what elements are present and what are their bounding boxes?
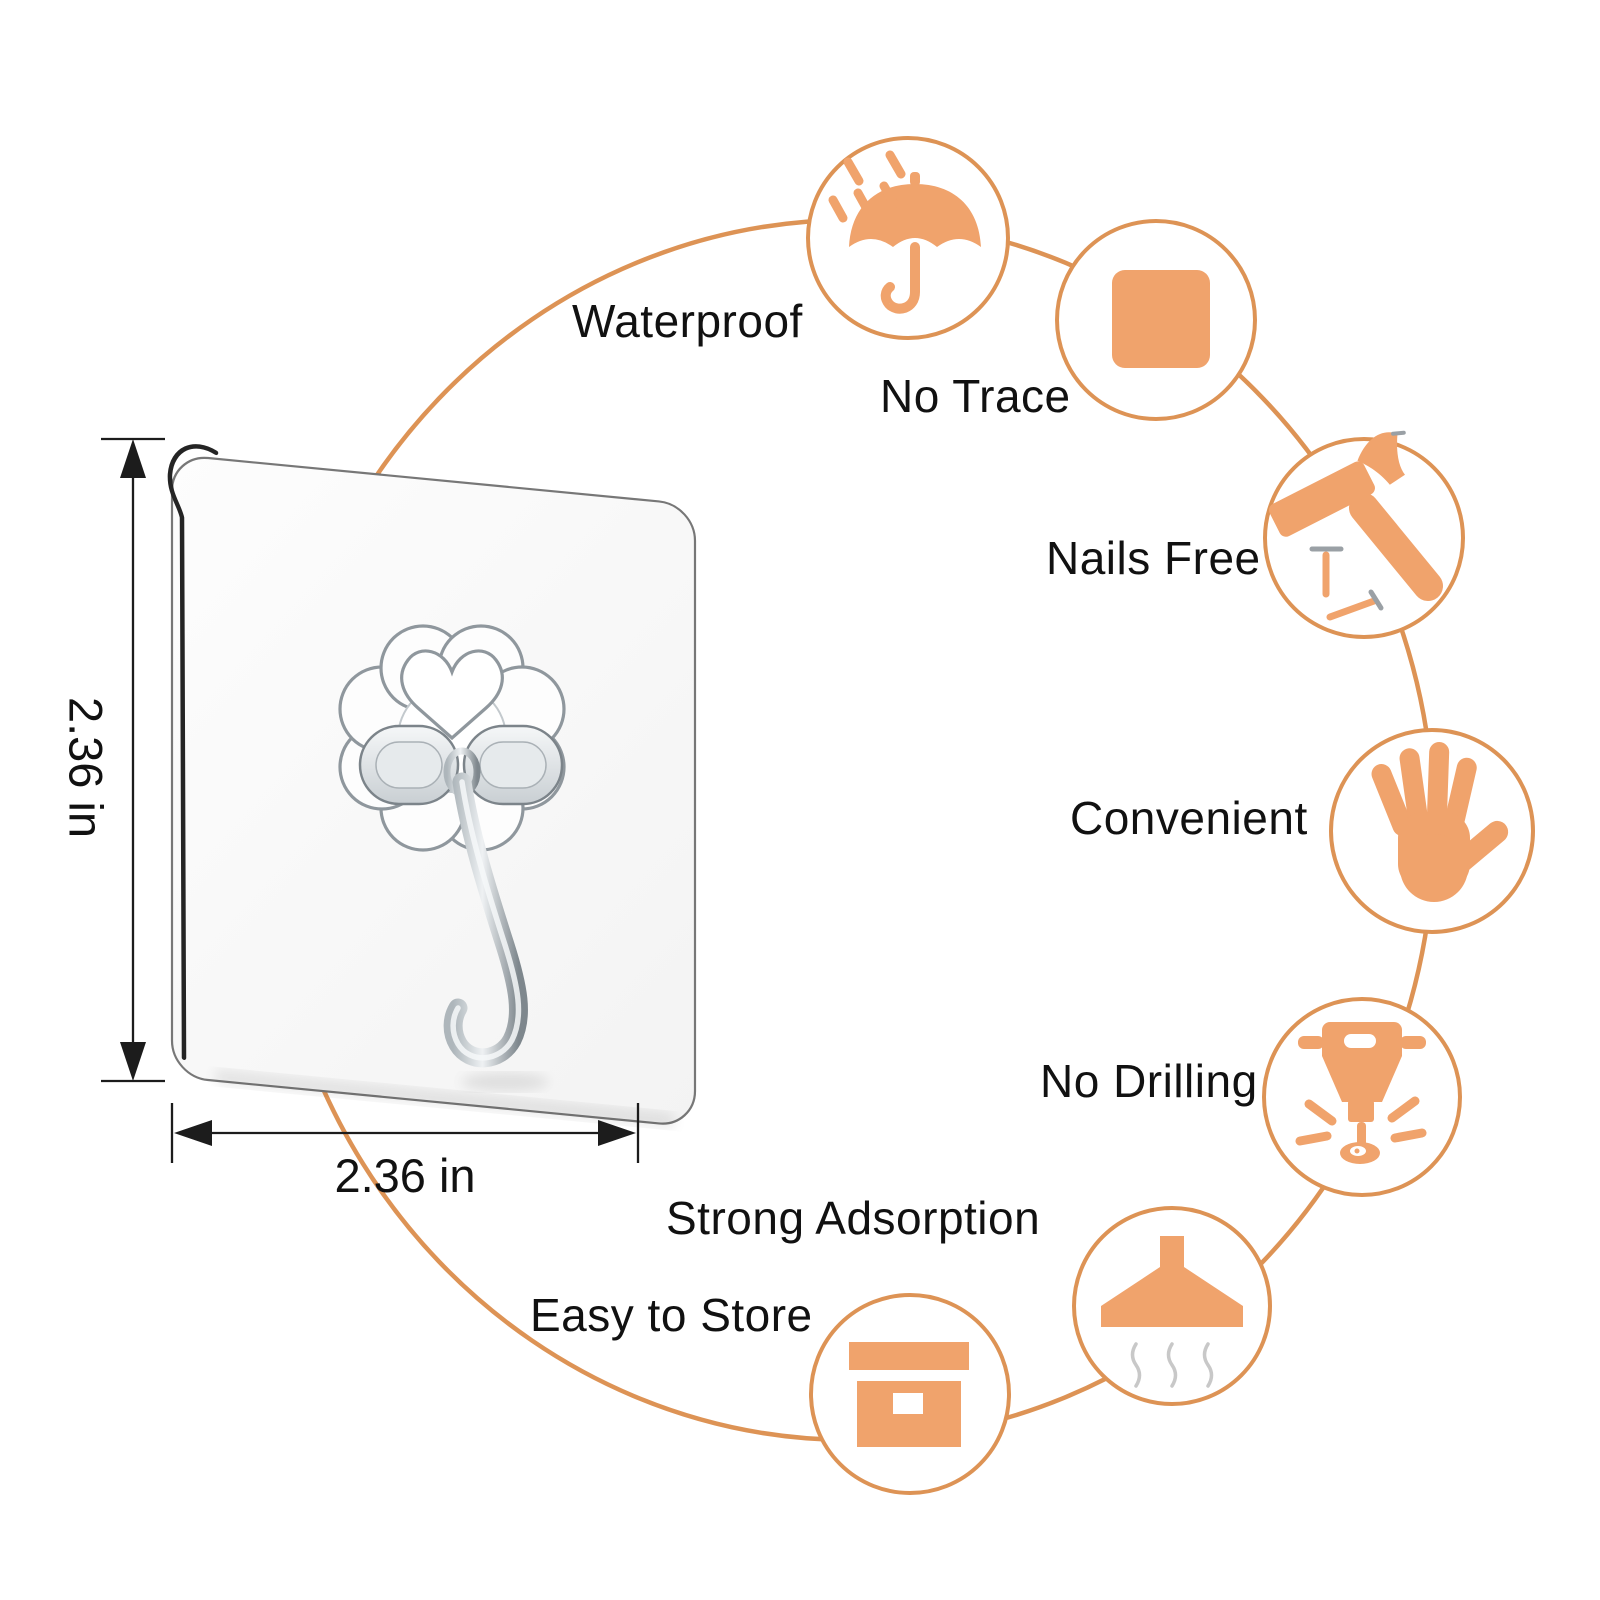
feature-label-no-trace: No Trace — [880, 370, 1071, 422]
steam-waves — [1130, 1342, 1214, 1388]
storage-box-icon — [809, 1293, 1011, 1495]
feature-label-strong-adsorption: Strong Adsorption — [666, 1192, 1041, 1244]
nails — [1309, 546, 1384, 621]
height-dimension — [101, 437, 165, 1083]
hook — [443, 747, 549, 1091]
heart-cutout — [400, 649, 504, 741]
adhesive-hook-product — [167, 444, 697, 1129]
feature-label-waterproof: Waterproof — [572, 295, 803, 347]
feature-label-nails-free: Nails Free — [1046, 532, 1261, 584]
feature-label-easy-to-store: Easy to Store — [530, 1289, 813, 1341]
jackhammer-icon — [1262, 997, 1462, 1197]
range-hood-icon — [1072, 1206, 1272, 1406]
height-dimension-label: 2.36 in — [59, 696, 113, 839]
feature-label-no-drilling: No Drilling — [1040, 1055, 1258, 1107]
pin-capsules — [358, 724, 564, 806]
rain-dashes — [828, 150, 906, 223]
hammer-nails-icon — [1263, 430, 1465, 639]
pad-corner-curl — [167, 444, 219, 1060]
width-dimension — [170, 1103, 640, 1163]
rounded-square-icon — [1055, 219, 1257, 421]
impact-burst — [1295, 1096, 1427, 1146]
umbrella-rain-icon — [806, 136, 1010, 340]
hand-icon — [1329, 728, 1535, 934]
feature-label-convenient: Convenient — [1070, 792, 1308, 844]
width-dimension-label: 2.36 in — [334, 1149, 476, 1202]
